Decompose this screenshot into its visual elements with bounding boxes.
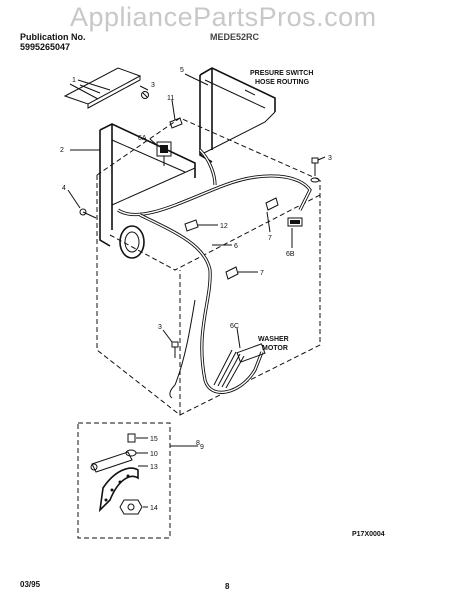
inset-parts xyxy=(90,433,143,515)
clip-part-11 xyxy=(169,117,183,129)
screw-part-3-bottom xyxy=(171,341,179,358)
callout-7-upper: 7 xyxy=(268,235,272,242)
callout-7-lower: 7 xyxy=(260,270,264,277)
screw-part-3-right xyxy=(310,157,320,183)
callout-4: 4 xyxy=(62,185,66,192)
callout-6b: 6B xyxy=(286,251,295,258)
callout-5: 5 xyxy=(180,67,184,74)
leader-lines xyxy=(67,73,326,349)
callout-10: 10 xyxy=(150,451,158,458)
clip-part-12 xyxy=(184,219,199,232)
callout-8: 8 xyxy=(196,440,200,447)
washer-motor-line2: MOTOR xyxy=(262,345,288,352)
callout-3-bottom: 3 xyxy=(158,324,162,331)
connector-part-6b xyxy=(287,217,303,227)
left-frame-part-2 xyxy=(99,123,196,247)
screw-part-3-top xyxy=(141,91,149,99)
footer-date: 03/95 xyxy=(20,580,41,589)
hose-note-line2: HOSE ROUTING xyxy=(255,79,310,86)
callout-12: 12 xyxy=(220,223,228,230)
callout-9: 9 xyxy=(200,444,204,451)
hose-note-line1: PRESURE SWITCH xyxy=(250,70,313,77)
motor-connector-part-6c xyxy=(213,343,266,389)
callout-6: 6 xyxy=(234,243,238,250)
callout-15: 15 xyxy=(150,436,158,443)
inset-leaders xyxy=(136,437,148,508)
watermark: AppliancePartsPros.com xyxy=(70,2,377,32)
callout-14: 14 xyxy=(150,505,158,512)
wire-harness-part-6 xyxy=(117,148,312,399)
switch-part-6a xyxy=(156,141,172,166)
screw-part-4 xyxy=(79,208,97,219)
figure-code: P17X0004 xyxy=(352,531,385,538)
publication-number: 5995265047 xyxy=(20,42,71,52)
callout-6c: 6C xyxy=(230,323,239,330)
callout-6a: 6A xyxy=(138,135,147,142)
callout-3-right: 3 xyxy=(328,155,332,162)
wire-loop xyxy=(119,225,145,259)
callout-3-top: 3 xyxy=(151,82,155,89)
callout-1: 1 xyxy=(72,77,76,84)
clip-part-7-upper xyxy=(265,197,279,211)
callout-11: 11 xyxy=(167,95,174,102)
clip-part-7-lower xyxy=(225,266,239,280)
inset-box xyxy=(77,422,198,539)
callout-13: 13 xyxy=(150,464,158,471)
callout-2: 2 xyxy=(60,147,64,154)
model-number: MEDE52RC xyxy=(210,32,260,42)
publication-label: Publication No. xyxy=(20,32,86,42)
top-bracket-part-1 xyxy=(63,67,142,109)
page-number: 8 xyxy=(225,582,230,591)
washer-motor-line1: WASHER xyxy=(258,336,289,343)
